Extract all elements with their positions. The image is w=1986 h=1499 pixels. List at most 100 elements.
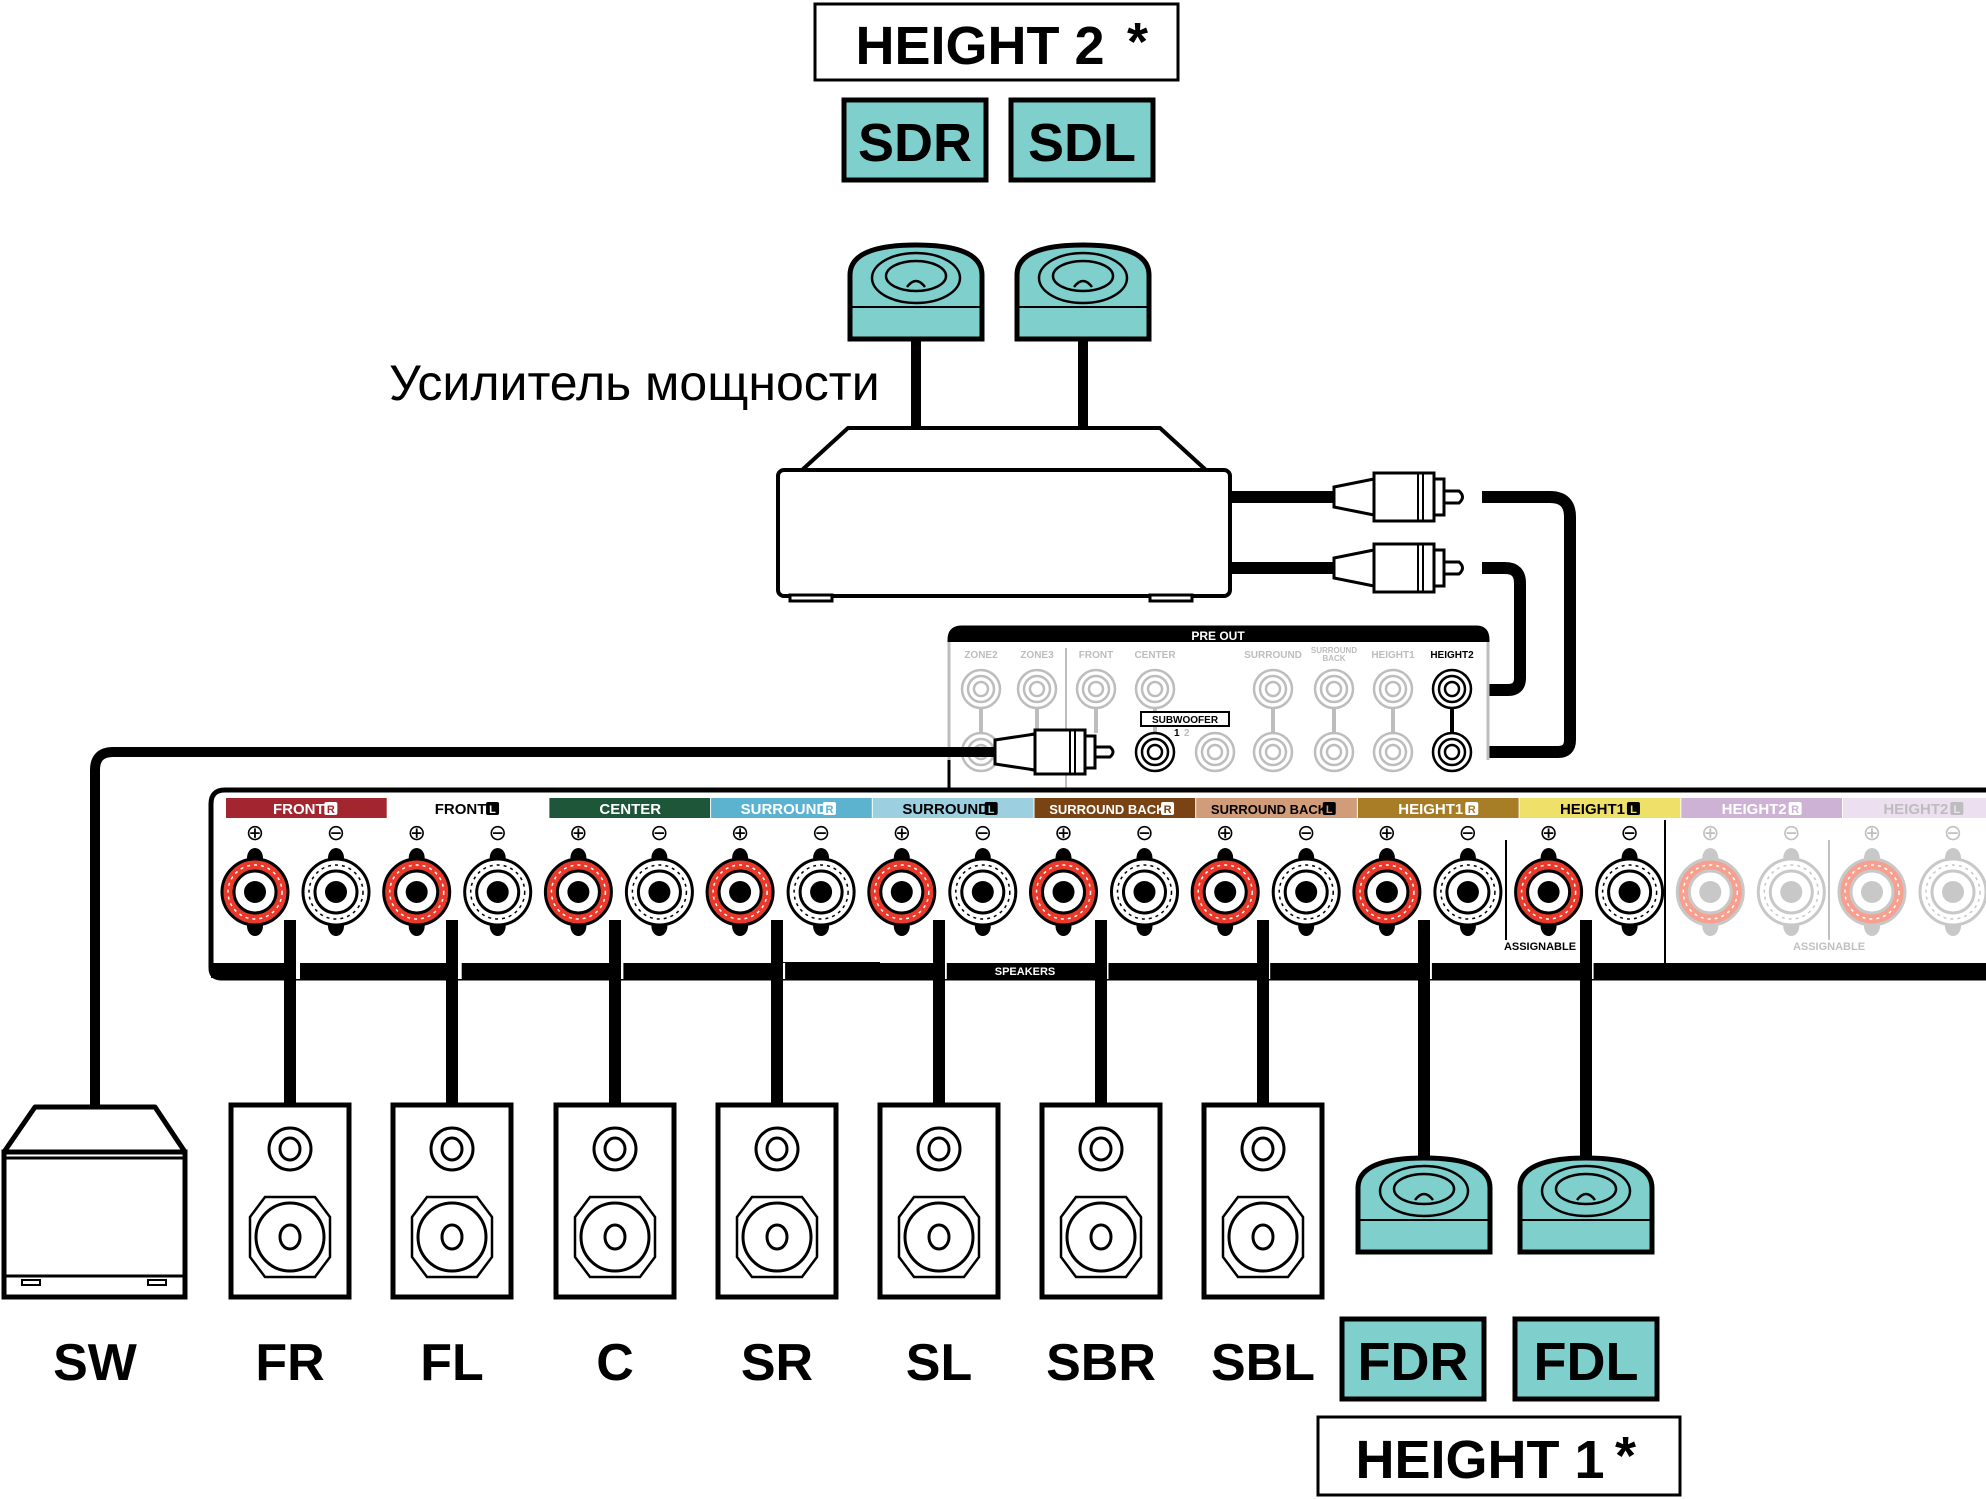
pre-out-jack[interactable] <box>1016 668 1058 710</box>
positive-terminal[interactable] <box>1190 848 1260 936</box>
plus-symbol: ⊕ <box>1216 820 1234 845</box>
channel-label: SURROUND BACK <box>1211 802 1328 817</box>
negative-terminal[interactable] <box>1918 848 1986 936</box>
pre-out-jack[interactable] <box>1431 731 1473 773</box>
channel-label: FRONT <box>435 801 487 818</box>
plus-symbol: ⊕ <box>731 820 749 845</box>
speaker-label: SW <box>53 1334 138 1392</box>
pre-out-label-zone2: ZONE2 <box>964 650 998 661</box>
pre-out-jack[interactable] <box>1075 668 1117 710</box>
speaker-sdl-icon <box>1014 242 1152 342</box>
sdl-label-box: SDL <box>1008 97 1156 183</box>
positive-terminal[interactable] <box>1029 848 1098 936</box>
asterisk: * <box>1615 1426 1636 1486</box>
pre-out-jack[interactable] <box>1372 731 1414 773</box>
height1-label: HEIGHT 1 <box>1355 1430 1604 1490</box>
pre-out-jack[interactable] <box>1134 668 1176 710</box>
negative-terminal[interactable] <box>1110 848 1179 936</box>
pre-out-label-surround-back: SURROUND <box>1311 646 1357 655</box>
rca-cables <box>1231 471 1576 758</box>
channel-side-badge: L <box>489 804 496 816</box>
plus-symbol: ⊕ <box>246 820 264 845</box>
minus-symbol: ⊖ <box>1459 820 1477 845</box>
minus-symbol: ⊖ <box>1782 820 1800 845</box>
minus-symbol: ⊖ <box>1620 820 1638 845</box>
height2-label: HEIGHT 2 <box>855 16 1104 76</box>
positive-terminal[interactable] <box>1352 848 1422 936</box>
channel-side-badge: R <box>825 804 833 816</box>
fdl-label: FDL <box>1534 1332 1639 1392</box>
minus-symbol: ⊖ <box>1944 820 1962 845</box>
sdr-label: SDR <box>858 113 972 173</box>
positive-terminal[interactable] <box>1514 848 1584 936</box>
minus-symbol: ⊖ <box>327 820 345 845</box>
asterisk: * <box>1127 12 1148 72</box>
svg-text:BACK: BACK <box>1322 654 1345 663</box>
plus-symbol: ⊕ <box>1863 820 1881 845</box>
pre-out-label-surround: SURROUND <box>1244 650 1302 661</box>
plus-symbol: ⊕ <box>1701 820 1719 845</box>
subwoofer-label-box: SUBWOOFER <box>1140 711 1230 727</box>
negative-terminal[interactable] <box>1595 848 1665 936</box>
positive-terminal[interactable] <box>1675 848 1745 936</box>
speaker-fdl-icon <box>1517 1155 1655 1255</box>
minus-symbol: ⊖ <box>650 820 668 845</box>
negative-terminal[interactable] <box>1756 848 1826 936</box>
negative-terminal[interactable] <box>624 848 694 936</box>
speaker-sbl <box>1201 1102 1325 1300</box>
negative-terminal[interactable] <box>1433 848 1503 936</box>
positive-terminal[interactable] <box>1837 848 1907 936</box>
pre-out-jack[interactable] <box>1313 731 1355 773</box>
channel-label: SURROUND <box>741 801 828 818</box>
pre-out-jack[interactable] <box>1313 668 1355 710</box>
plus-symbol: ⊕ <box>1539 820 1557 845</box>
speaker-fl <box>390 1102 514 1300</box>
channel-label: SURROUND <box>902 801 989 818</box>
negative-terminal[interactable] <box>948 848 1018 936</box>
sdr-label-box: SDR <box>841 97 989 183</box>
minus-symbol: ⊖ <box>1297 820 1315 845</box>
pre-out-jack[interactable] <box>1252 731 1294 773</box>
speaker-sl <box>877 1102 1001 1300</box>
positive-terminal[interactable] <box>543 848 613 936</box>
pre-out-jack[interactable] <box>960 668 1002 710</box>
pre-out-jack[interactable] <box>1372 668 1414 710</box>
assignable-label: ASSIGNABLE <box>1793 941 1865 953</box>
channel-side-badge: L <box>988 804 995 816</box>
negative-terminal[interactable] <box>301 848 371 936</box>
subwoofer-cable <box>90 728 1115 1105</box>
pre-out-label-front: FRONT <box>1079 650 1113 661</box>
negative-terminal[interactable] <box>786 848 856 936</box>
minus-symbol: ⊖ <box>1135 820 1153 845</box>
pre-out-label-center: CENTER <box>1134 650 1176 661</box>
plus-symbol: ⊕ <box>1054 820 1072 845</box>
pre-out-label-height2: HEIGHT2 <box>1430 650 1474 661</box>
channel-side-badge: R <box>327 804 335 816</box>
assignable-label: ASSIGNABLE <box>1504 941 1576 953</box>
positive-terminal[interactable] <box>705 848 775 936</box>
speaker-label: SBL <box>1211 1334 1315 1392</box>
positive-terminal[interactable] <box>220 848 290 936</box>
negative-terminal[interactable] <box>1271 848 1341 936</box>
amplifier-label: Усилитель мощности <box>389 355 880 411</box>
speaker-label: SL <box>906 1334 972 1392</box>
pre-out-jack[interactable] <box>1252 668 1294 710</box>
channel-label: HEIGHT1 <box>1398 801 1463 818</box>
pre-out-title: PRE OUT <box>1191 629 1245 643</box>
speaker-fdr-icon <box>1355 1155 1493 1255</box>
channel-label: FRONT <box>273 801 325 818</box>
pre-out-jack[interactable] <box>1431 668 1473 710</box>
negative-terminal[interactable] <box>463 848 533 936</box>
fdr-label: FDR <box>1358 1332 1469 1392</box>
positive-terminal[interactable] <box>867 848 937 936</box>
subwoofer-1-jack[interactable] <box>1134 731 1176 773</box>
subwoofer-2-label: 2 <box>1184 728 1190 739</box>
positive-terminal[interactable] <box>382 848 452 936</box>
subwoofer-2-jack[interactable] <box>1194 731 1236 773</box>
